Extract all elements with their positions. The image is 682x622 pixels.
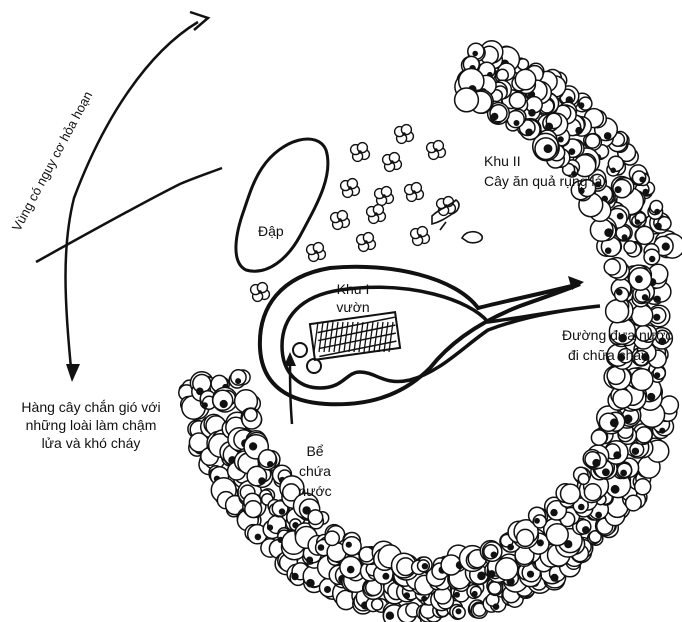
tree-icon <box>455 88 479 112</box>
water-tank-icon <box>293 343 321 373</box>
fruit-tree-icon <box>331 211 350 230</box>
tree-icon <box>241 408 261 429</box>
windbreak-label-line-1: Hàng cây chắn gió với <box>0 398 182 416</box>
fruit-tree-icon <box>357 233 376 252</box>
zone-2-title: Khu II <box>484 152 521 170</box>
tree-icon <box>604 366 632 390</box>
tree-icon <box>648 201 663 220</box>
fruit-tree-icon <box>411 227 430 246</box>
water-channel-label-line-2: đi chữa cháy <box>568 346 648 364</box>
fire-spread-arrowhead-bottom <box>66 364 80 382</box>
fruit-tree-icon <box>395 125 414 144</box>
fruit-tree-icon <box>405 183 424 202</box>
zone-2-description: Cây ăn quả rụng lá <box>484 172 602 190</box>
tree-icon <box>480 541 502 562</box>
water-tank-label-line-1: Bể <box>290 442 340 460</box>
tree-icon <box>624 241 642 257</box>
tree-icon <box>431 587 454 611</box>
tank-pointer-arrow <box>290 358 292 424</box>
zone-1-title: Khu I <box>328 280 378 298</box>
fruit-tree-icon <box>375 187 394 206</box>
windbreak-label-line-2: những loài làm chậm <box>0 416 182 434</box>
fruit-tree-icon <box>383 153 402 172</box>
tree-icon <box>611 279 632 302</box>
fruit-tree-icon <box>251 283 270 302</box>
garden-bed <box>310 312 400 360</box>
fire-spread-arrowhead-top <box>190 12 208 30</box>
windbreak-label-line-3: lửa và khó cháy <box>0 434 182 452</box>
water-tank-label-line-3: nước <box>290 482 340 500</box>
fruit-tree-icon <box>307 243 326 262</box>
fire-spread-arrow <box>66 22 199 378</box>
tree-icon <box>325 525 345 546</box>
tree-icon <box>308 510 329 529</box>
water-tank-label-line-2: chứa <box>290 462 340 480</box>
tree-icon <box>343 533 362 556</box>
tree-icon <box>604 258 629 280</box>
tree-icon <box>574 467 591 484</box>
fruit-tree-icon <box>341 179 360 198</box>
fruit-tree-icon <box>351 143 370 162</box>
dam-label: Đập <box>258 222 284 240</box>
water-channel-label-line-1: Đường đưa nước <box>562 326 672 344</box>
wind-direction-line <box>36 168 222 262</box>
tree-icon <box>644 244 660 265</box>
tree-icon <box>583 445 609 469</box>
small-animal-icon <box>462 232 482 243</box>
tree-icon <box>229 370 250 388</box>
tree-icon <box>213 387 238 412</box>
fruit-tree-icon <box>367 205 386 224</box>
fruit-tree-icon <box>427 141 446 160</box>
water-channel-outer <box>260 267 580 405</box>
zone-1-description: vườn <box>328 298 378 316</box>
tree-icon <box>607 156 626 176</box>
